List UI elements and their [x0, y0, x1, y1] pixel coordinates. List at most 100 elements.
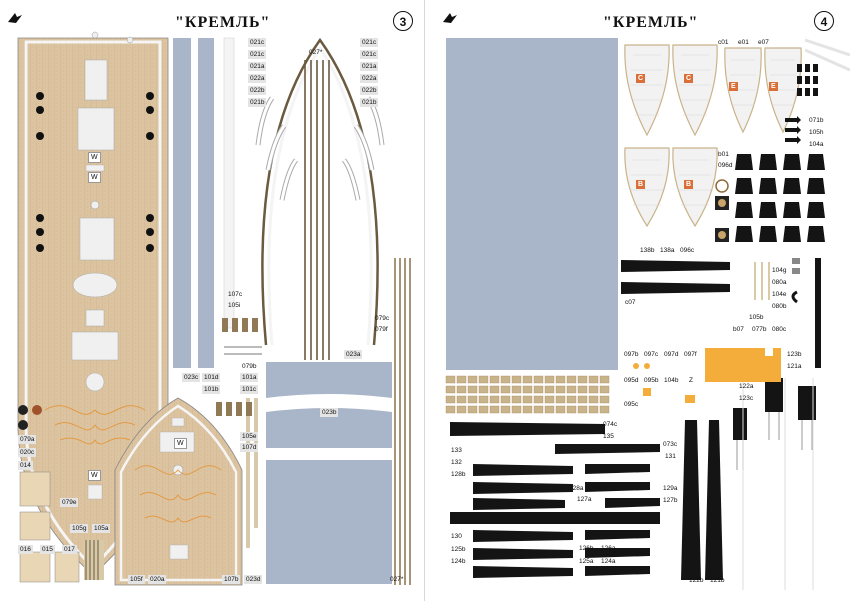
- boat-letter: C: [684, 74, 694, 83]
- parts-sheet-left: [17, 31, 411, 586]
- parts-sheet-right: [445, 38, 850, 590]
- part-label: 021a: [248, 62, 267, 71]
- part-label: 097d: [664, 351, 679, 358]
- part-label: 105f: [128, 575, 145, 584]
- part-label: 128a: [569, 485, 584, 492]
- part-label: 023d: [244, 575, 263, 584]
- part-label: 129a: [663, 485, 678, 492]
- part-label: 023c: [182, 373, 201, 382]
- part-label: 138a: [660, 247, 675, 254]
- part-label: 014: [18, 461, 33, 470]
- part-label: 020a: [148, 575, 167, 584]
- part-label: 125b: [451, 546, 466, 553]
- part-label: 022a: [360, 74, 379, 83]
- part-label: 023b: [320, 408, 339, 417]
- part-label: 080a: [772, 279, 787, 286]
- document-title: "КРЕМЛЬ": [175, 14, 271, 31]
- part-label: 123b: [787, 351, 802, 358]
- part-label: 132: [451, 459, 462, 466]
- part-label: 021b: [360, 98, 379, 107]
- part-label: 130: [451, 533, 462, 540]
- part-label: 022b: [248, 86, 267, 95]
- yellow-paint-parts: [633, 348, 781, 403]
- publisher-logo-icon: [443, 13, 457, 23]
- black-long-parts: [450, 258, 821, 580]
- part-label: 133: [451, 447, 462, 454]
- part-label: 105a: [92, 524, 111, 533]
- part-label: b07: [733, 326, 744, 333]
- sheet-page-4: "КРЕМЛЬ" 4: [425, 0, 850, 601]
- part-label: 016: [18, 545, 33, 554]
- black-vent-parts: [735, 64, 825, 242]
- part-label: 101d: [202, 373, 221, 382]
- part-label: b01: [718, 151, 729, 158]
- part-label: 122b: [689, 577, 704, 584]
- part-label: 107c: [228, 291, 243, 298]
- part-label: e01: [738, 39, 749, 46]
- boat-letter: E: [769, 82, 778, 91]
- part-label: 105b: [749, 314, 764, 321]
- sheet-page-3: "КРЕМЛЬ" 3: [8, 0, 425, 601]
- hull-frame-part: [255, 37, 385, 360]
- part-label: 097f: [684, 351, 697, 358]
- part-label: 135: [603, 433, 614, 440]
- part-label: 096d: [718, 162, 733, 169]
- part-label: 023a: [344, 350, 363, 359]
- part-label: 021c: [248, 38, 267, 47]
- part-label: 125a: [579, 558, 594, 565]
- main-deck-part: [17, 31, 169, 576]
- fore-deck-part: [114, 397, 243, 586]
- part-label: 022b: [360, 86, 379, 95]
- part-label: 080b: [772, 303, 787, 310]
- part-label: 105g: [70, 524, 89, 533]
- part-label: c01: [718, 39, 729, 46]
- part-label: 105h: [809, 129, 824, 136]
- boat-letter: B: [684, 180, 694, 189]
- part-label: 101c: [240, 385, 259, 394]
- part-label: 104a: [809, 141, 824, 148]
- part-label: 074c: [603, 421, 618, 428]
- part-label: 021c: [360, 50, 379, 59]
- part-label: c07: [625, 299, 636, 306]
- part-label: 101a: [240, 373, 259, 382]
- part-label: 021a: [360, 62, 379, 71]
- part-label: 129b: [587, 485, 602, 492]
- part-label: Z: [689, 377, 693, 384]
- black-disc-icon: [18, 405, 28, 415]
- deck-letter: W: [174, 438, 187, 449]
- black-disc-icon: [18, 420, 28, 430]
- part-label: 104e: [772, 291, 787, 298]
- part-label: 122a: [739, 383, 754, 390]
- part-label: 123c: [739, 395, 754, 402]
- part-label: 126a: [601, 545, 616, 552]
- part-label: 126b: [579, 545, 594, 552]
- part-label: 027*: [309, 49, 323, 56]
- boat-letter: C: [636, 74, 646, 83]
- part-label: 105e: [240, 432, 259, 441]
- part-label: 121a: [787, 363, 802, 370]
- part-label: 097b: [624, 351, 639, 358]
- part-label: 095b: [644, 377, 659, 384]
- part-label: 128b: [451, 471, 466, 478]
- part-label: 104g: [772, 267, 787, 274]
- part-label: 020c: [18, 448, 37, 457]
- part-label: 131: [665, 453, 676, 460]
- part-label: 021c: [360, 38, 379, 47]
- deck-letter: W: [88, 172, 101, 183]
- part-label: 021c: [248, 50, 267, 59]
- part-label: 104b: [664, 377, 679, 384]
- part-label: 017: [62, 545, 77, 554]
- boat-letter: B: [636, 180, 646, 189]
- part-label: 079b: [242, 363, 257, 370]
- part-label: 105i: [228, 302, 241, 309]
- boat-parts: [624, 44, 802, 228]
- deck-letter: W: [88, 152, 101, 163]
- part-label: 107d: [240, 443, 259, 452]
- part-label: 027*: [390, 576, 404, 583]
- publisher-logo-icon: [8, 13, 22, 23]
- part-label: 127a: [577, 496, 592, 503]
- part-label: 138b: [640, 247, 655, 254]
- part-label: 095c: [624, 401, 639, 408]
- part-label: 101b: [202, 385, 221, 394]
- document-title: "КРЕМЛЬ": [603, 14, 699, 31]
